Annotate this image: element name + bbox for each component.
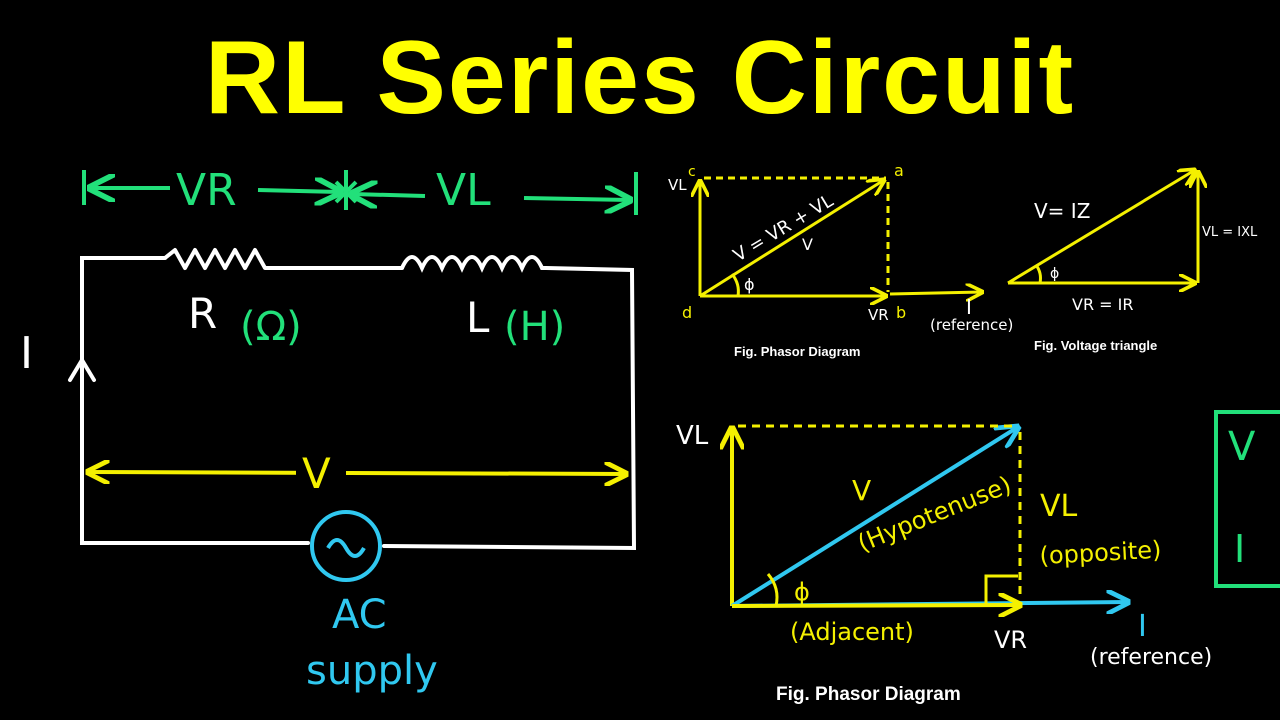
small-v-label: V — [802, 235, 813, 254]
large-vl-label: VL — [676, 421, 709, 451]
triangle-adj-label: VR = IR — [1072, 295, 1133, 314]
resistor-unit: (Ω) — [240, 304, 302, 350]
small-vr-label: VR — [868, 306, 889, 324]
ac-supply-line2: supply — [306, 648, 438, 694]
voltage-triangle-caption: Fig. Voltage triangle — [1034, 338, 1157, 353]
vr-span-label: VR — [176, 165, 237, 216]
corner-a-label: a — [894, 161, 904, 180]
small-reference-label: (reference) — [930, 316, 1013, 334]
inductor-label: L — [466, 293, 490, 342]
corner-c-label: c — [688, 164, 696, 180]
voltage-triangle: V= IZ VL = IXL VR = IR ϕ Fig. Voltage tr… — [1007, 170, 1258, 353]
large-phasor-caption: Fig. Phasor Diagram — [776, 684, 961, 705]
inductor-unit: (H) — [504, 304, 565, 350]
supply-voltage-span — [88, 472, 626, 474]
large-v-label: V — [852, 474, 871, 507]
large-vr-label: VR — [994, 626, 1027, 654]
triangle-opp-label: VL = IXL — [1202, 225, 1258, 240]
small-angle-label: ϕ — [744, 275, 755, 294]
corner-d-label: d — [682, 303, 692, 322]
side-box-i-label: I — [1234, 527, 1245, 571]
large-vl-right-label: VL — [1040, 489, 1078, 524]
inductor-symbol — [400, 255, 546, 273]
circuit-wires — [80, 256, 637, 551]
ac-source-icon — [310, 510, 382, 582]
large-phasor-diagram: VL V (Hypotenuse) VL (opposite) ϕ (Adjac… — [676, 421, 1212, 705]
corner-b-label: b — [896, 303, 906, 322]
side-box: V I — [1214, 410, 1280, 588]
ac-supply-line1: AC — [332, 592, 387, 638]
phasor-equation: V = VR + VL — [730, 190, 837, 266]
page-title: RL Series Circuit — [204, 20, 1076, 136]
small-phasor-caption: Fig. Phasor Diagram — [734, 344, 860, 359]
large-reference-label: (reference) — [1090, 645, 1212, 670]
small-vl-label: VL — [668, 176, 687, 194]
large-current-label: I — [1138, 609, 1147, 644]
vl-span-label: VL — [436, 165, 491, 216]
large-angle-label: ϕ — [794, 578, 810, 606]
side-box-v-label: V — [1228, 424, 1256, 470]
small-phasor-diagram: c a d b VL VR V = VR + VL V ϕ I (referen… — [668, 161, 1013, 359]
current-arrow-icon — [68, 356, 96, 382]
triangle-angle-label: ϕ — [1050, 266, 1059, 282]
voltage-span-markers — [82, 170, 638, 215]
resistor-symbol — [163, 248, 278, 270]
supply-voltage-label: V — [302, 449, 331, 498]
resistor-label: R — [188, 289, 217, 338]
triangle-hyp-label: V= IZ — [1034, 199, 1090, 223]
adjacent-label: (Adjacent) — [790, 618, 914, 646]
current-label: I — [20, 328, 33, 379]
circuit-diagram: VR VL R (Ω) L (H) I V AC supply — [20, 165, 638, 694]
opposite-label: (opposite) — [1039, 536, 1162, 570]
small-current-label: I — [966, 295, 972, 319]
